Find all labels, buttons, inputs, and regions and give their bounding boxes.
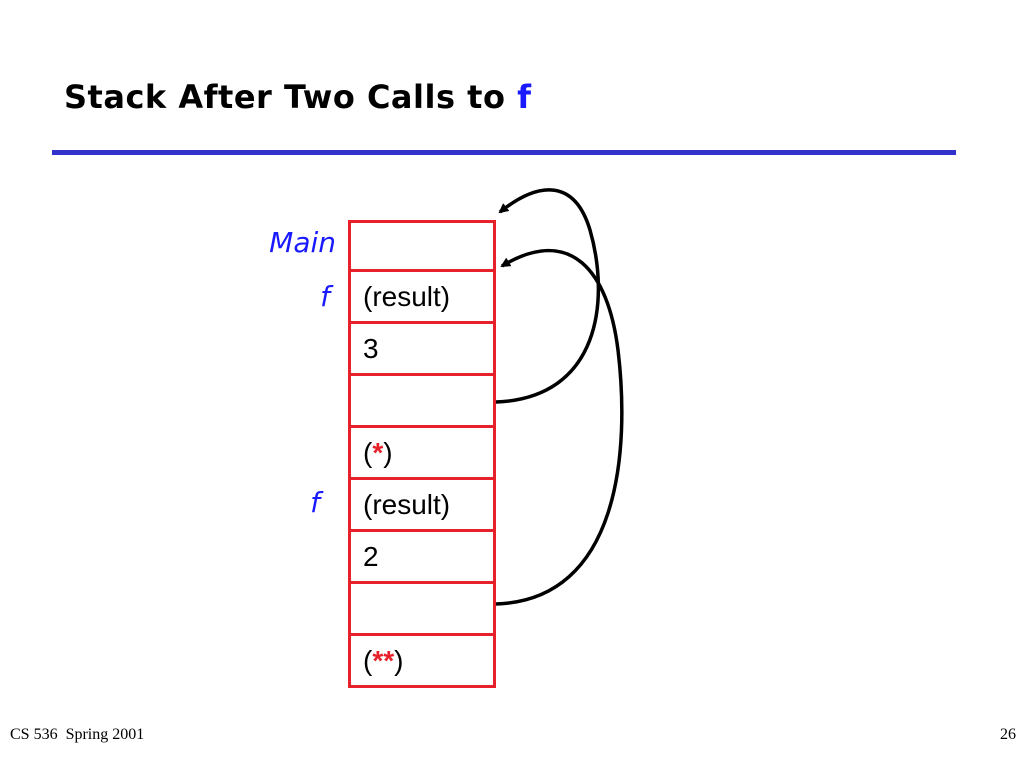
stack-cell-return-star: (*) xyxy=(348,428,496,480)
stack-cell-text: 2 xyxy=(363,541,379,572)
stack-cell-text: ) xyxy=(383,437,393,468)
stack-cell-main xyxy=(348,220,496,272)
stack-cell-star: * xyxy=(372,437,384,468)
stack-cell-text: ( xyxy=(363,437,373,468)
stack-cell-link-1 xyxy=(348,376,496,428)
arrow-link-to-f-upper xyxy=(495,248,624,606)
stack-cell-link-2 xyxy=(348,584,496,636)
stack-cell-text: ) xyxy=(394,645,404,676)
frame-label-main: Main xyxy=(269,226,336,259)
title-underline xyxy=(52,150,956,155)
stack-cell-star: ** xyxy=(372,645,395,676)
stack-cell-text: ( xyxy=(363,645,373,676)
frame-label-f-lower: f xyxy=(310,486,320,519)
footer-course: CS 536 Spring 2001 xyxy=(10,726,145,743)
stack-cell-value-2: 2 xyxy=(348,532,496,584)
stack-cell-text: (result) xyxy=(363,281,451,312)
footer-page-number: 26 xyxy=(1000,726,1016,743)
stack-cell-text: 3 xyxy=(363,333,379,364)
frame-label-f-upper: f xyxy=(320,280,330,313)
stack-cell-result-2: (result) xyxy=(348,480,496,532)
stack-diagram: (result) 3 (*) (result) 2 (**) xyxy=(348,220,496,688)
slide-title-function: f xyxy=(517,78,532,116)
slide-title-text: Stack After Two Calls to xyxy=(64,78,518,116)
slide-title: Stack After Two Calls to f xyxy=(64,78,531,116)
stack-cell-return-double-star: (**) xyxy=(348,636,496,688)
stack-cell-text: (result) xyxy=(363,489,451,520)
stack-cell-result-1: (result) xyxy=(348,272,496,324)
stack-cell-value-3: 3 xyxy=(348,324,496,376)
arrow-link-to-main xyxy=(495,188,601,404)
